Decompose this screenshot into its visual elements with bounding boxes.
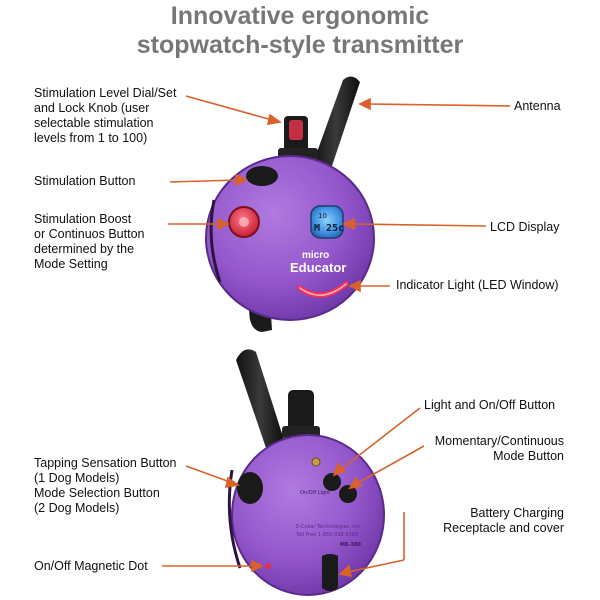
label-stim-button-text: Stimulation Button xyxy=(34,174,136,188)
back-text-2: Toll Free 1-855-338-5563 xyxy=(295,532,358,538)
dial-knob-back xyxy=(288,390,314,430)
brand-small: micro xyxy=(302,250,329,261)
label-magnetic: On/Off Magnetic Dot xyxy=(34,559,148,574)
antenna-back xyxy=(236,349,284,448)
label-antenna-text: Antenna xyxy=(514,99,561,113)
label-indicator: Indicator Light (LED Window) xyxy=(396,278,559,293)
transmitter-body xyxy=(206,156,374,320)
transmitter-body-back xyxy=(232,435,384,595)
label-light-onoff-text: Light and On/Off Button xyxy=(424,398,556,412)
page-title: Innovative ergonomic stopwatch-style tra… xyxy=(0,2,600,60)
label-antenna: Antenna xyxy=(514,99,561,114)
label-dial-line-4: levels from 1 to 100) xyxy=(34,131,148,145)
label-boost-line-1: Stimulation Boost xyxy=(34,212,132,226)
label-boost-line-3: determined by the xyxy=(34,242,135,256)
label-magnetic-text: On/Off Magnetic Dot xyxy=(34,559,148,573)
label-boost: Stimulation Boost or Continuos Button de… xyxy=(34,212,145,272)
brand-large: Educator xyxy=(290,260,346,275)
label-boost-line-4: Mode Setting xyxy=(34,257,108,271)
mode-button[interactable] xyxy=(339,485,357,503)
label-battery-line-1: Battery Charging xyxy=(470,506,564,520)
back-text-1: E-Collar Technologies, Inc. xyxy=(296,524,362,530)
label-tapping-line-1: Tapping Sensation Button xyxy=(34,456,177,470)
tapping-sensation-button[interactable] xyxy=(237,472,263,504)
onoff-light-label: On/Off Light xyxy=(300,490,330,496)
lcd-top-text: 10 xyxy=(318,212,327,220)
lcd-display xyxy=(310,205,344,239)
label-lcd: LCD Display xyxy=(490,220,559,235)
label-dial-line-2: and Lock Knob (user xyxy=(34,101,150,115)
title-line-2: stopwatch-style transmitter xyxy=(136,31,464,59)
label-light-onoff: Light and On/Off Button xyxy=(424,398,555,413)
label-battery-line-2: Receptacle and cover xyxy=(443,521,564,535)
label-tapping-line-2: (1 Dog Models) xyxy=(34,471,120,485)
antenna xyxy=(312,76,360,172)
front-transmitter: 10 M 25c micro Educator xyxy=(205,76,375,332)
label-tapping-line-4: (2 Dog Models) xyxy=(34,501,120,515)
lcd-main-text: M 25c xyxy=(314,223,344,234)
magnetic-dot xyxy=(265,563,271,569)
label-tapping-line-3: Mode Selection Button xyxy=(34,486,160,500)
label-dial-line-3: selectable stimulation xyxy=(34,116,154,130)
light-lens xyxy=(311,457,321,467)
label-dial-line-1: Stimulation Level Dial/Set xyxy=(34,86,177,100)
label-momentary-line-1: Momentary/Continuous xyxy=(434,434,564,448)
title-line-1: Innovative ergonomic xyxy=(170,2,430,30)
label-stim-button: Stimulation Button xyxy=(34,174,135,189)
back-transmitter: On/Off Light E-Collar Technologies, Inc.… xyxy=(227,349,385,596)
charging-cover[interactable] xyxy=(322,554,338,591)
label-tapping: Tapping Sensation Button (1 Dog Models) … xyxy=(34,456,176,516)
label-dial: Stimulation Level Dial/Set and Lock Knob… xyxy=(34,86,176,146)
label-indicator-text: Indicator Light (LED Window) xyxy=(396,278,559,292)
callout-arrows xyxy=(162,95,511,577)
label-momentary: Momentary/Continuous Mode Button xyxy=(435,434,564,464)
label-battery: Battery Charging Receptacle and cover xyxy=(443,506,564,536)
stimulation-button[interactable] xyxy=(246,166,278,186)
label-momentary-line-2: Mode Button xyxy=(493,449,564,463)
model-number: ME-300 xyxy=(340,542,361,548)
label-lcd-text: LCD Display xyxy=(490,220,560,234)
light-onoff-button[interactable] xyxy=(323,473,341,491)
label-boost-line-2: or Continuos Button xyxy=(34,227,145,241)
